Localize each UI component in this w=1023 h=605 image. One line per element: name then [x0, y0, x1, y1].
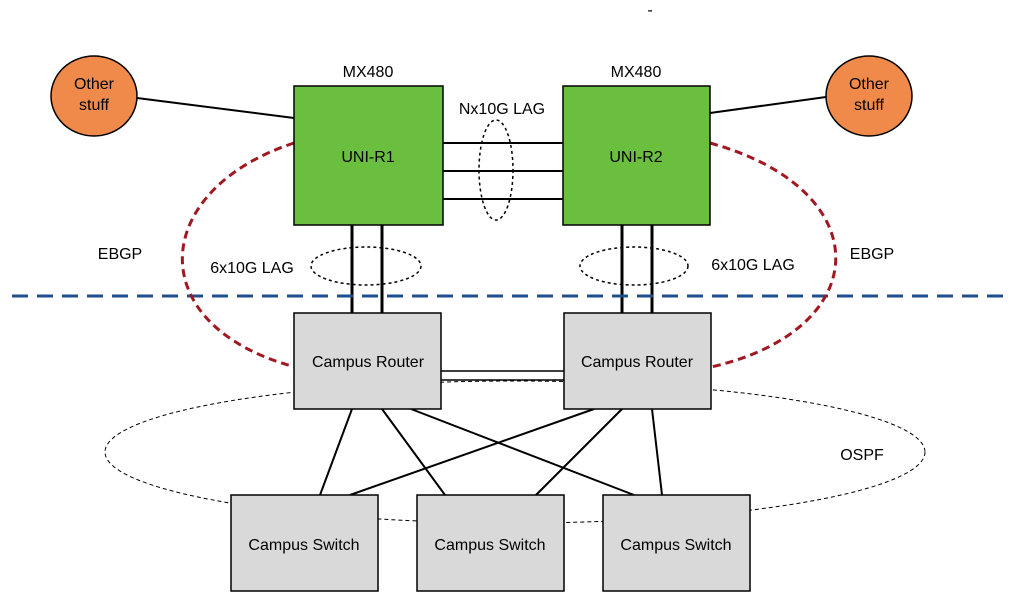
other-stuff-left — [50, 55, 138, 137]
campus-router-left-label: Campus Router — [312, 354, 425, 371]
router-uni-r1-model: MX480 — [343, 64, 394, 81]
link-cr1-sw3 — [410, 408, 635, 496]
other-stuff-left-line1: Other — [74, 76, 115, 93]
link-cr2-sw2 — [535, 408, 623, 496]
lag-right-label: 6x10G LAG — [711, 257, 795, 274]
router-uni-r2-model: MX480 — [611, 64, 662, 81]
link-cr2-sw1 — [349, 408, 595, 496]
link-other-right-r2 — [709, 96, 827, 114]
nx-lag-ellipse — [478, 119, 514, 221]
nx-lag-label: Nx10G LAG — [459, 101, 545, 118]
other-stuff-right-line2: stuff — [854, 97, 885, 114]
ospf-label: OSPF — [840, 447, 884, 464]
campus-switch-3-label: Campus Switch — [620, 537, 731, 554]
lag-right-ellipse — [579, 246, 689, 286]
other-stuff-left-line2: stuff — [79, 97, 110, 114]
ebgp-arc-left — [180, 141, 296, 369]
router-uni-r1 — [293, 85, 444, 226]
ebgp-arc-right — [709, 141, 838, 369]
router-uni-r1-label: UNI-R1 — [341, 149, 394, 166]
campus-switch-1 — [230, 494, 379, 592]
other-stuff-right-line1: Other — [849, 76, 890, 93]
top-mark: - — [647, 2, 652, 19]
link-cr2-sw3 — [651, 408, 663, 496]
campus-switch-2-label: Campus Switch — [434, 537, 545, 554]
ebgp-right-label: EBGP — [850, 246, 894, 263]
router-uni-r2 — [562, 85, 711, 226]
campus-router-right-label: Campus Router — [581, 354, 694, 371]
link-cr1-sw2 — [381, 408, 446, 496]
campus-router-right — [563, 312, 712, 410]
campus-router-left — [293, 312, 442, 410]
lag-left-label: 6x10G LAG — [210, 260, 294, 277]
router-uni-r2-label: UNI-R2 — [609, 149, 662, 166]
link-other-left-r1 — [136, 97, 295, 119]
ebgp-left-label: EBGP — [98, 246, 142, 263]
link-cr1-sw1 — [319, 408, 353, 496]
campus-switch-2 — [416, 494, 565, 592]
other-stuff-right — [825, 55, 913, 137]
lag-left-ellipse — [310, 246, 422, 286]
campus-switch-1-label: Campus Switch — [248, 537, 359, 554]
campus-switch-3 — [602, 494, 751, 592]
ospf-area-ellipse — [104, 380, 926, 524]
